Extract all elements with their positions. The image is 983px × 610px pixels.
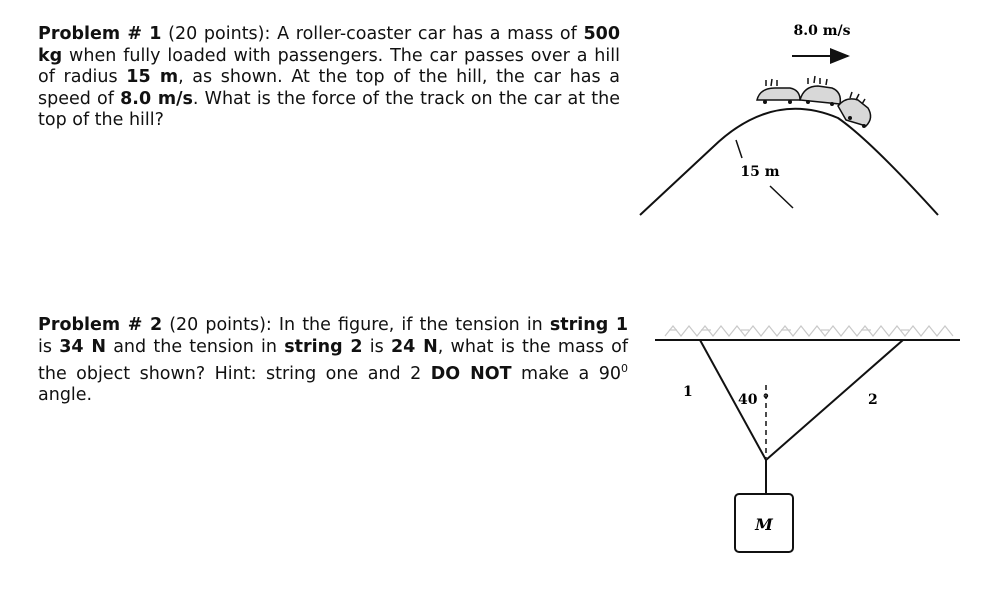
mass-label: M (754, 515, 774, 534)
coaster-cars (756, 85, 872, 127)
speed-label: 8.0 m/s (793, 23, 850, 39)
problem-1-text: Problem # 1 (20 points): A roller-coaste… (38, 24, 620, 130)
radius-line-lower (769, 185, 794, 209)
coaster-car-3 (837, 98, 872, 127)
string-2-label: 2 (868, 392, 878, 408)
string-1-label: 1 (683, 384, 693, 400)
coaster-car-1 (756, 87, 801, 101)
ceiling-hatching (664, 325, 954, 337)
coaster-car-2 (799, 85, 842, 105)
string-2 (765, 339, 904, 461)
mass-box (734, 493, 794, 553)
problem-2-heading: Problem # 2 (38, 315, 163, 335)
problem-2-text: Problem # 2 (20 points): In the figure, … (38, 315, 629, 406)
problem-1-heading: Problem # 1 (38, 24, 162, 44)
radius-label: 15 m (740, 164, 779, 180)
angle-label: 40 ° (738, 392, 769, 408)
radius-line-upper (735, 139, 743, 159)
passengers (765, 75, 866, 105)
wheels (763, 100, 866, 128)
string-1 (699, 339, 767, 461)
hill-track (639, 107, 939, 216)
